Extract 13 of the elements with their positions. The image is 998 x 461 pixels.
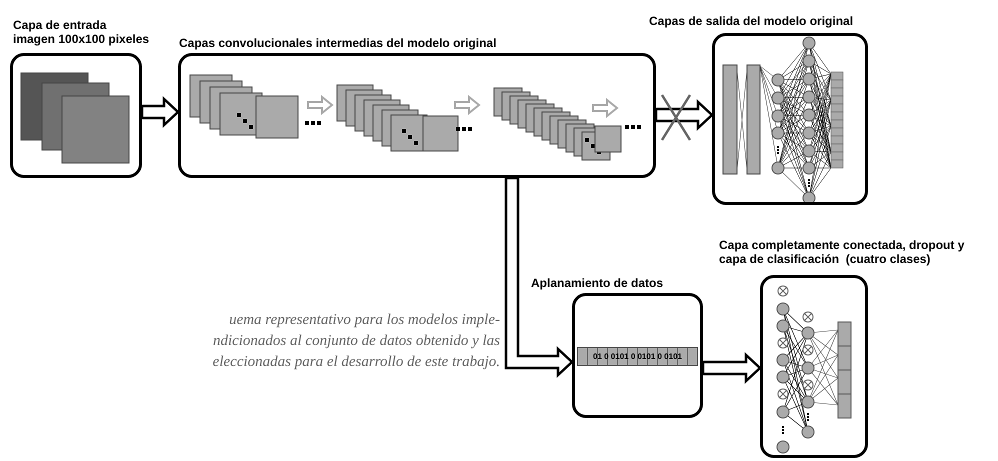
block-arrow: [504, 176, 574, 378]
flattened-vector: 01 0 0101 0 0101 0 0101: [577, 346, 698, 366]
layer-heading: Capas convolucionales intermedias del modelo original: [179, 36, 496, 50]
caption-line: eleccionadas para el desarrollo de este trabajo.: [212, 354, 500, 371]
block-arrow: [654, 99, 714, 131]
block-arrow: [702, 352, 762, 384]
layer-heading: Capa completamente conectada, dropout y capa de clasificación (cuatro clases): [719, 238, 966, 266]
layer-heading: Aplanamiento de datos: [531, 276, 664, 290]
block-arrow: [140, 96, 180, 128]
layer-heading: Capa de entrada imagen 100x100 pixeles: [13, 18, 150, 46]
caption-line: uema representativo para los modelos imple-: [229, 312, 500, 329]
caption-line: ndicionados al conjunto de datos obtenido y las: [212, 333, 500, 350]
layer-heading: Capas de salida del modelo original: [649, 14, 854, 28]
